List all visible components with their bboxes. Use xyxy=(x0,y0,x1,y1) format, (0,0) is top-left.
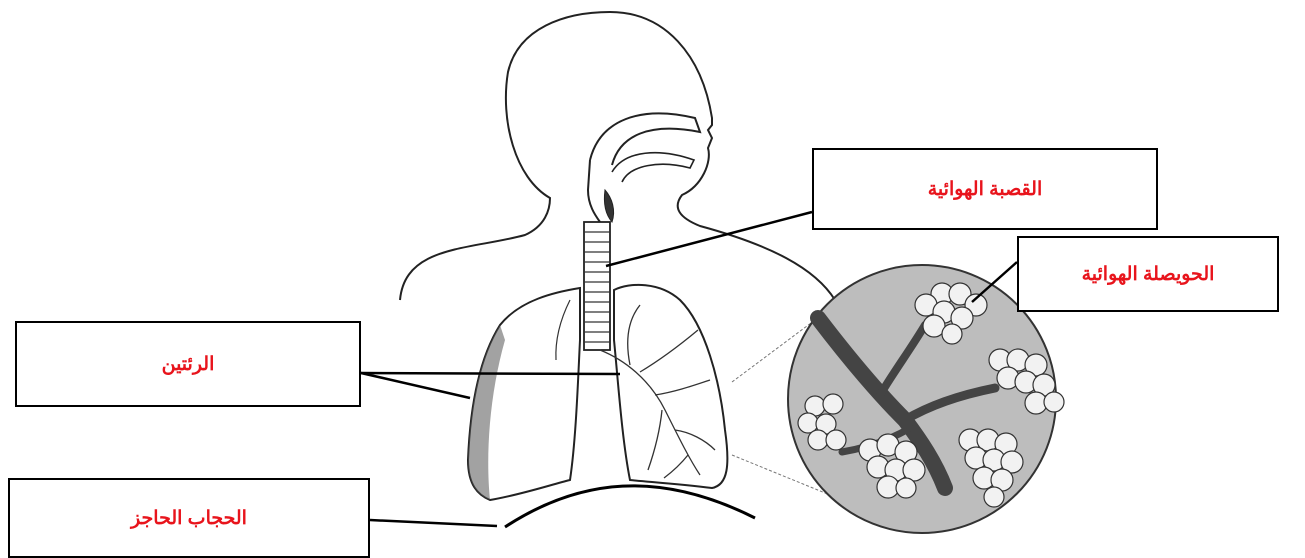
body-outline xyxy=(400,12,835,300)
lungs-leader-line-2 xyxy=(361,373,470,398)
epiglottis xyxy=(604,190,613,222)
trachea-leader-line xyxy=(606,212,812,266)
trachea xyxy=(584,222,610,350)
left-lung xyxy=(468,288,580,500)
pharynx xyxy=(588,160,600,222)
alveolus-label: الحويصلة الهوائية xyxy=(1082,263,1215,286)
lungs-leader-line-1 xyxy=(361,373,620,374)
oral-cavity xyxy=(612,153,694,182)
lungs-label-box: الرئتين xyxy=(15,321,361,407)
right-lung xyxy=(600,285,727,488)
diaphragm-leader-line xyxy=(370,520,497,526)
lungs-label: الرئتين xyxy=(162,353,215,376)
trachea-label: القصبة الهوائية xyxy=(928,178,1042,201)
alveolus-label-box: الحويصلة الهوائية xyxy=(1017,236,1279,312)
trachea-label-box: القصبة الهوائية xyxy=(812,148,1158,230)
diaphragm-label: الحجاب الحاجز xyxy=(131,507,247,530)
diaphragm xyxy=(505,486,755,527)
diaphragm-label-box: الحجاب الحاجز xyxy=(8,478,370,558)
